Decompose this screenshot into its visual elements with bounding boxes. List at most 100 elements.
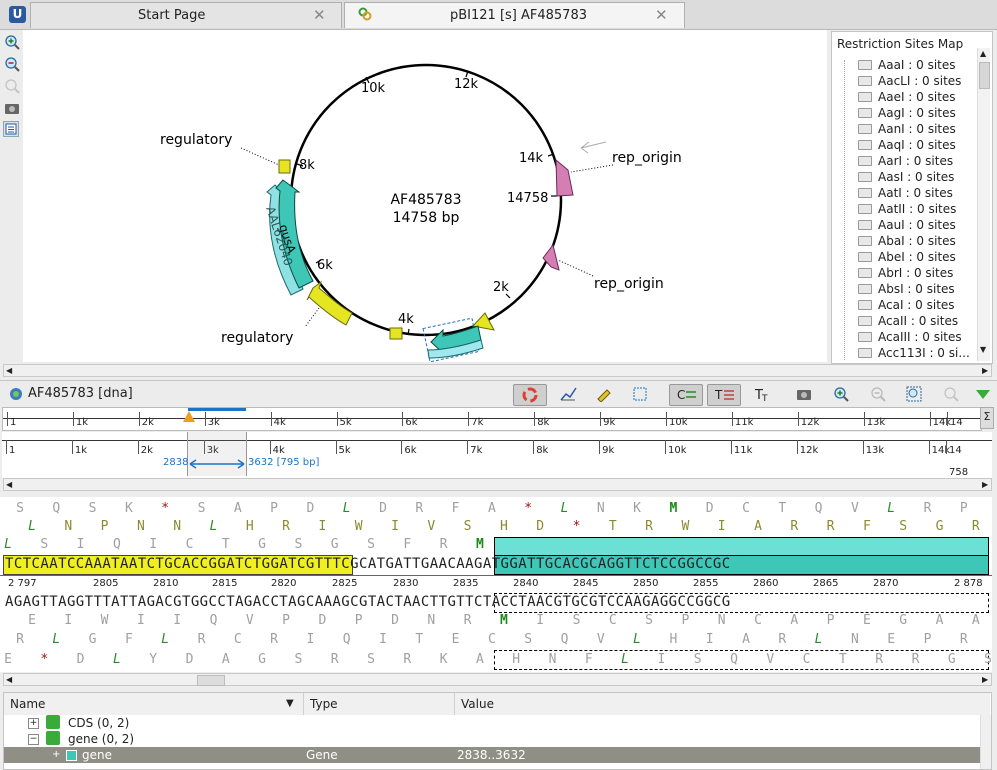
amino-acid: L [814,632,823,647]
regulatory-feature[interactable] [278,159,291,174]
folder-icon [858,204,872,214]
expand-icon[interactable]: + [28,718,39,729]
map-tick-6k: 6k [317,258,333,273]
cds-group-icon [46,715,60,729]
regulatory-seq-highlight[interactable] [3,555,353,575]
scroll-right-icon[interactable]: ▶ [982,366,989,375]
scroll-left-icon[interactable]: ◀ [6,675,13,684]
sequence-hscrollbar[interactable]: ◀ ▶ [3,673,992,686]
amino-acid: I [136,613,145,628]
camera-icon[interactable] [3,99,19,115]
collapse-icon[interactable]: − [28,734,39,745]
expand-icon[interactable] [975,388,993,404]
regulatory-arrow-feature[interactable] [306,280,353,326]
scroll-thumb[interactable] [979,62,990,89]
scroll-right-icon[interactable]: ▶ [982,675,989,684]
select-region-icon[interactable] [632,386,650,402]
chart-icon[interactable] [559,386,577,402]
zoom-to-selection-icon[interactable] [906,386,924,402]
tab-sequence[interactable]: pBI121 [s] AF485783 ✕ [344,2,685,28]
amino-acid: F [403,537,412,552]
gene-gusa-feature[interactable] [275,179,314,289]
gene-seq-highlight[interactable] [494,555,989,575]
rep-origin-bottom-feature[interactable] [542,243,560,271]
circular-view-button[interactable] [513,384,547,406]
annotations-panel: Name▼ Type Value + CDS (0, 2) − gene (0,… [3,692,992,770]
arrow-hint-icon [580,141,607,154]
amino-acid: D [391,613,399,628]
amino-acid: Q [209,613,218,628]
annotations-scrollbar[interactable] [980,715,991,769]
amino-acid: P [826,613,835,628]
chevron-down-icon[interactable]: ▼ [286,698,294,709]
map-length: 14758 bp [393,210,460,226]
tree-row-gene-selected[interactable]: + gene Gene 2838..3632 [4,747,990,763]
gene-reverse-outline[interactable] [494,593,989,613]
dna-reverse-left: AGAGTTAGGTTTATTAGACGTGGCCTAGACCTAGCAAAGC… [5,594,368,610]
zoom-out-icon[interactable] [3,55,20,72]
close-icon[interactable]: ✕ [313,6,326,24]
amino-acid: M [669,501,678,516]
sum-icon[interactable]: Σ [980,407,994,429]
amino-acid: Q [52,501,61,516]
zoom-fit-icon[interactable] [943,386,961,402]
scroll-thumb[interactable] [197,675,225,686]
tree-row-cds[interactable]: + CDS (0, 2) [28,715,130,730]
folder-icon [858,92,872,102]
map-hscrollbar[interactable]: ◀ ▶ [3,364,992,377]
zoom-out-icon[interactable] [870,386,888,402]
position-label: 2870 [873,578,899,589]
ruler-tick: 6k [402,412,418,428]
column-header-type[interactable]: Type [304,693,455,715]
zoom-in-icon[interactable] [3,33,20,50]
amino-acid: S [367,652,375,667]
zoom-in-icon[interactable] [833,386,851,402]
scroll-right-icon[interactable]: ▶ [982,480,989,489]
scroll-left-icon[interactable]: ◀ [6,480,13,489]
ruler-tick: 4k [269,440,285,456]
expand-icon[interactable]: + [52,749,61,760]
selection-range[interactable] [187,432,247,476]
view-toggle-icon[interactable] [3,121,19,137]
column-header-name[interactable]: Name▼ [4,693,304,715]
scroll-left-icon[interactable]: ◀ [6,366,13,375]
complement-toggle[interactable]: C [669,384,703,406]
ruler-hscrollbar[interactable]: ◀ ▶ [3,478,992,491]
tab-start-page[interactable]: Start Page ✕ [30,2,342,28]
regulatory-box-feature[interactable] [389,327,403,340]
position-label: 2865 [813,578,839,589]
folder-icon [858,300,872,310]
amino-acid: D [379,501,387,516]
column-header-value[interactable]: Value [455,693,990,715]
rep-origin-top-feature[interactable] [555,158,574,197]
amino-acid: * [161,501,170,516]
ruler-tick: 11k [730,440,752,456]
restriction-scrollbar[interactable]: ▲ ▼ [977,48,990,361]
amino-acid: S [88,501,97,516]
tree-row-gene-group[interactable]: − gene (0, 2) [28,731,135,746]
translation-toggle[interactable]: T [707,384,741,406]
zoom-fit-icon[interactable] [3,77,20,94]
circular-map[interactable]: 10k 12k 14k 14758 2k 4k 6k 8k AF485783 1… [23,30,827,362]
gene-translation-box[interactable] [494,537,989,557]
amino-acid: G [330,537,339,552]
overview-viewport[interactable] [188,408,246,411]
position-label: 2825 [332,578,358,589]
amino-acid: S [40,537,49,552]
gene-reverse-translation-outline[interactable] [494,650,989,670]
amino-acid: G [258,537,266,552]
amino-acid: W [681,519,690,534]
amino-acid: D [306,501,315,516]
scroll-down-icon[interactable]: ▼ [980,345,987,354]
amino-acid: L [161,632,170,647]
svg-text:C: C [677,388,685,402]
scroll-up-icon[interactable]: ▲ [980,49,987,58]
highlight-icon[interactable] [595,386,613,403]
camera-icon[interactable] [796,386,814,402]
close-icon[interactable]: ✕ [655,6,668,24]
overview-marker-icon[interactable] [183,411,195,422]
